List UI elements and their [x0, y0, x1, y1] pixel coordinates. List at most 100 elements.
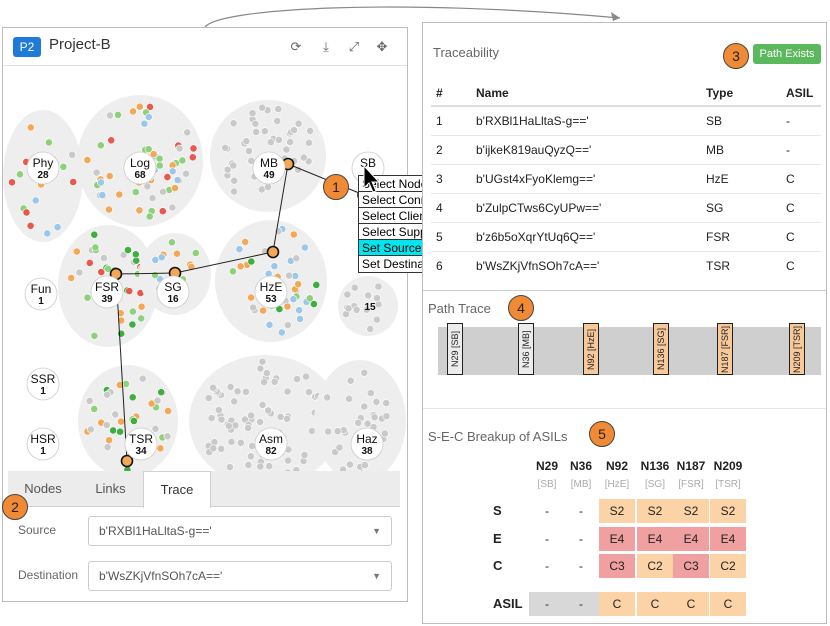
graph-node-dot[interactable] [214, 406, 223, 414]
graph-node-dot[interactable] [182, 169, 190, 178]
group-label[interactable]: HzE [260, 280, 283, 294]
graph-node-dot[interactable] [97, 178, 105, 187]
graph-node-dot[interactable] [260, 378, 268, 386]
graph-node-dot[interactable] [292, 254, 301, 263]
graph-node-dot[interactable] [244, 147, 253, 155]
graph-node-dot[interactable] [131, 250, 140, 259]
graph-node-dot[interactable] [140, 119, 149, 128]
graph-node-dot[interactable] [163, 173, 172, 181]
graph-node-dot[interactable] [175, 144, 184, 153]
graph-node-dot[interactable] [258, 400, 267, 409]
graph-node-dot[interactable] [115, 380, 124, 389]
graph-node-dot[interactable] [132, 256, 141, 265]
graph-node-dot[interactable] [252, 128, 260, 136]
graph-node-dot[interactable] [129, 107, 137, 116]
graph-node-dot[interactable] [345, 394, 353, 403]
graph-node-dot[interactable] [117, 329, 126, 338]
graph-node-dot[interactable] [233, 387, 242, 396]
graph-node-dot[interactable] [168, 203, 177, 212]
graph-node-dot[interactable] [103, 390, 111, 399]
graph-node-dot[interactable] [114, 111, 122, 119]
graph-node-dot[interactable] [276, 412, 285, 421]
graph-node-dot[interactable] [262, 369, 271, 377]
graph-node-dot[interactable] [274, 105, 283, 113]
graph-node-dot[interactable] [106, 111, 114, 120]
graph-node-dot[interactable] [97, 268, 106, 276]
graph-node-dot[interactable] [246, 452, 255, 461]
graph-node-dot[interactable] [151, 271, 159, 279]
graph-node-dot[interactable] [8, 178, 16, 187]
graph-node-dot[interactable] [249, 303, 257, 312]
graph-node-dot[interactable] [183, 128, 192, 137]
path-node[interactable] [266, 245, 280, 259]
group-label[interactable]: SG [164, 280, 181, 294]
graph-node-dot[interactable] [105, 172, 114, 180]
graph-node-dot[interactable] [144, 145, 153, 154]
graph-node-dot[interactable] [343, 290, 352, 299]
graph-node-dot[interactable] [324, 427, 332, 436]
graph-node-dot[interactable] [68, 150, 76, 159]
graph-node-dot[interactable] [137, 302, 146, 311]
graph-node-dot[interactable] [374, 282, 383, 291]
graph-node-dot[interactable] [115, 190, 124, 199]
source-select[interactable]: b'RXBl1HaLltaS-g==' ▼ [88, 516, 392, 546]
graph-node-dot[interactable] [251, 119, 260, 128]
graph-node-dot[interactable] [346, 376, 355, 385]
graph-node-dot[interactable] [151, 424, 160, 433]
graph-node-dot[interactable] [90, 404, 99, 413]
graph-node-dot[interactable] [85, 258, 94, 267]
graph-node-dot[interactable] [333, 427, 342, 436]
graph-node-dot[interactable] [293, 375, 301, 383]
path-trace-node[interactable]: N209 [TSR] [789, 323, 805, 375]
graph-node-dot[interactable] [362, 305, 371, 314]
graph-node-dot[interactable] [103, 443, 112, 452]
graph-node-dot[interactable] [104, 264, 112, 273]
graph-node-dot[interactable] [229, 119, 238, 128]
graph-node-dot[interactable] [231, 421, 240, 430]
graph-node-dot[interactable] [247, 257, 256, 266]
graph-node-dot[interactable] [171, 184, 179, 192]
graph-node-dot[interactable] [335, 443, 344, 452]
graph-node-dot[interactable] [283, 321, 292, 329]
graph-node-dot[interactable] [244, 460, 253, 469]
graph-node-dot[interactable] [226, 382, 235, 391]
destination-select[interactable]: b'WsZKjVfnSOh7cA==' ▼ [88, 561, 392, 591]
graph-node-dot[interactable] [53, 223, 62, 232]
graph-node-dot[interactable] [92, 168, 101, 177]
graph-node-dot[interactable] [217, 415, 226, 424]
graph-node-dot[interactable] [265, 462, 274, 471]
group-label[interactable]: HSR [30, 432, 56, 446]
graph-node-dot[interactable] [270, 377, 279, 386]
graph-node-dot[interactable] [247, 293, 255, 302]
graph-node-dot[interactable] [90, 230, 99, 239]
graph-node-dot[interactable] [300, 451, 309, 459]
graph-node-dot[interactable] [124, 246, 132, 254]
graph-node-dot[interactable] [277, 328, 286, 337]
graph-node-dot[interactable] [135, 102, 144, 111]
refresh-icon[interactable]: ⟳ [290, 39, 302, 54]
graph-node-dot[interactable] [72, 247, 81, 256]
graph-node-dot[interactable] [354, 418, 363, 427]
graph-node-dot[interactable] [266, 138, 275, 147]
graph-node-dot[interactable] [131, 188, 140, 196]
graph-node-dot[interactable] [221, 143, 230, 152]
graph-node-dot[interactable] [128, 307, 137, 316]
graph-node-dot[interactable] [226, 463, 234, 471]
graph-node-dot[interactable] [289, 295, 298, 304]
graph-node-dot[interactable] [372, 315, 381, 324]
graph-node-dot[interactable] [258, 357, 267, 366]
graph-node-dot[interactable] [96, 141, 105, 150]
graph-node-dot[interactable] [116, 427, 124, 436]
graph-node-dot[interactable] [352, 305, 361, 314]
graph-node-dot[interactable] [292, 466, 301, 471]
graph-node-dot[interactable] [22, 208, 31, 217]
graph-node-dot[interactable] [125, 287, 134, 295]
graph-node-dot[interactable] [227, 437, 236, 446]
tab-trace[interactable]: Trace [143, 471, 211, 508]
graph-node-dot[interactable] [204, 394, 213, 402]
tab-nodes[interactable]: Nodes [24, 481, 62, 496]
graph-node-dot[interactable] [242, 137, 251, 146]
graph-node-dot[interactable] [380, 429, 389, 438]
group-label[interactable]: Log [130, 156, 150, 170]
